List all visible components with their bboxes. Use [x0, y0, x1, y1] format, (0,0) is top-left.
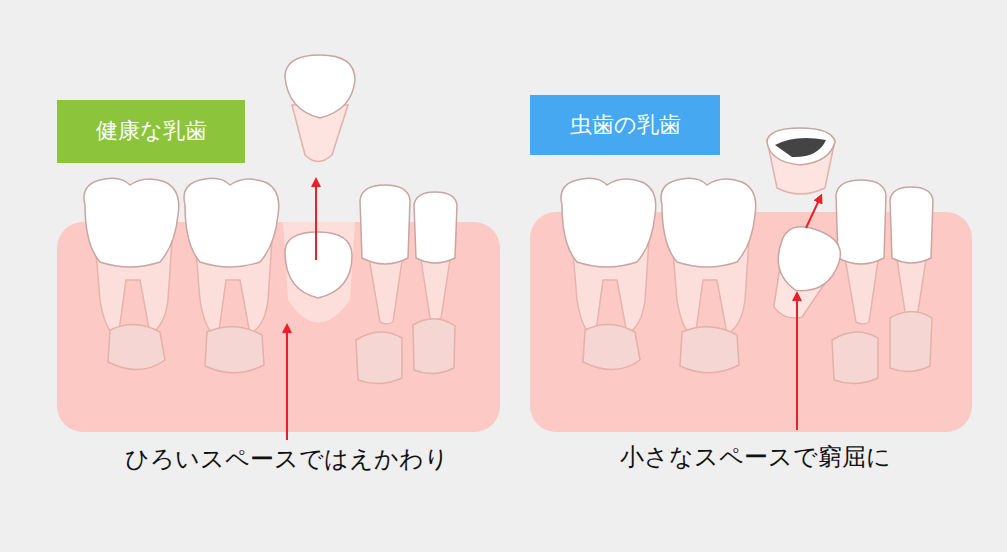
title-box: 健康な乳歯	[57, 100, 245, 163]
healthy-panel	[57, 55, 500, 440]
decayed-panel	[530, 128, 972, 432]
caption-text: 小さなスペースで窮屈に	[620, 443, 891, 472]
box-title: 虫歯の乳歯	[570, 112, 681, 138]
box-title: 健康な乳歯	[96, 118, 207, 144]
title-box: 虫歯の乳歯	[530, 95, 720, 155]
caption-text: ひろいスペースではえかわり	[125, 445, 449, 474]
